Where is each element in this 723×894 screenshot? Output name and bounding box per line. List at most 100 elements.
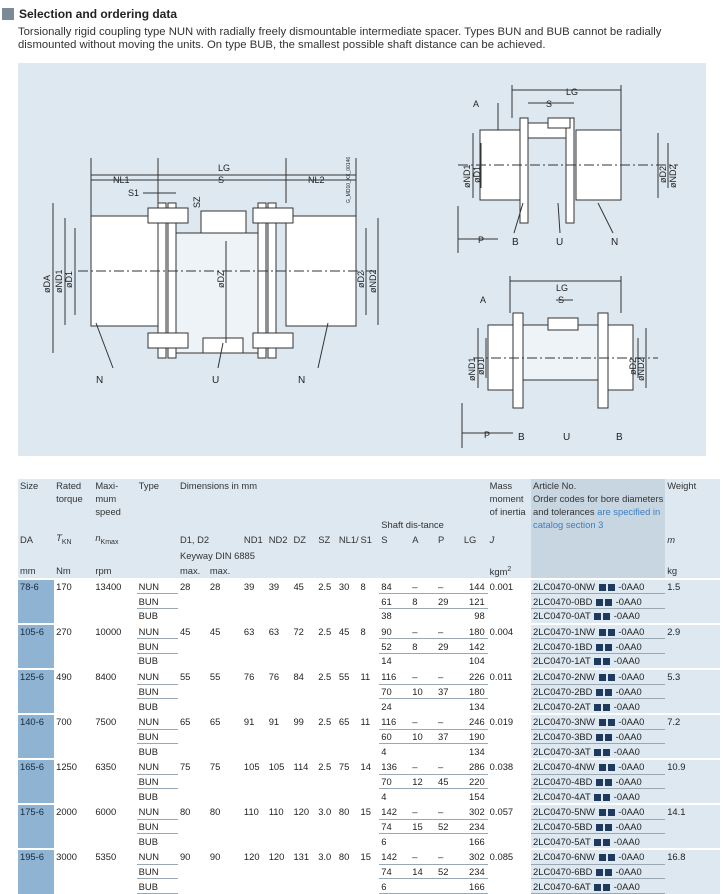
article-number: 2LC0470-5AT -0AA0 — [531, 833, 666, 850]
article-suffix: -0AA0 — [613, 790, 640, 802]
order-code-box-icon — [607, 854, 615, 862]
order-code-box-icon — [598, 629, 606, 637]
type-cell: NUN — [136, 848, 178, 865]
s-cell: 116 — [379, 667, 411, 685]
order-code-box-icon — [603, 658, 611, 666]
sym-s: S — [379, 531, 411, 549]
nd1-cell: 91 — [241, 712, 267, 759]
order-code-box-icon — [607, 809, 615, 817]
inertia-cell: 0.011 — [487, 667, 532, 714]
col-dimensions: Dimensions in mm — [177, 479, 380, 531]
article-base: 2LC0470-6BD — [533, 866, 593, 878]
speed-cell: 7500 — [93, 712, 137, 759]
lg-cell: 302 — [461, 802, 488, 820]
s1-cell: 15 — [358, 848, 380, 894]
nl-cell: 45 — [336, 622, 359, 669]
order-code-box-icon — [605, 598, 613, 606]
a-cell — [410, 833, 437, 850]
article-link[interactable]: are specified in catalog section 3 — [533, 506, 661, 530]
weight-cell: 16.8 — [665, 848, 720, 894]
speed-cell: 10000 — [93, 622, 137, 669]
order-code-box-icon — [594, 613, 602, 621]
order-code-box-icon — [607, 764, 615, 772]
dim-p-bub: P — [484, 430, 490, 440]
s1-cell: 11 — [358, 667, 380, 714]
torque-cell: 490 — [54, 667, 94, 714]
article-suffix: -0AA0 — [613, 700, 640, 712]
order-code-box-icon — [594, 703, 602, 711]
article-base: 2LC0470-1BD — [533, 640, 593, 652]
type-cell: BUN — [136, 819, 178, 835]
torque-cell: 3000 — [54, 848, 94, 894]
article-suffix: -0AA0 — [615, 685, 642, 697]
p-cell: – — [436, 667, 462, 685]
order-code-box-icon — [605, 688, 613, 696]
torque-cell: 170 — [54, 577, 94, 624]
type-cell: BUN — [136, 774, 178, 790]
dim-s-bub: S — [558, 295, 564, 305]
part-b-bun: B — [512, 237, 519, 248]
order-code-box-icon — [594, 658, 602, 666]
article-suffix: -0AA0 — [618, 851, 645, 863]
article-number: 2LC0470-5BD -0AA0 — [531, 819, 666, 835]
lg-cell: 104 — [461, 653, 488, 670]
article-number: 2LC0470-3NW -0AA0 — [531, 712, 666, 730]
article-suffix: -0AA0 — [615, 730, 642, 742]
p-cell: – — [436, 712, 462, 730]
s-cell: 4 — [379, 788, 411, 805]
intro-text: Torsionally rigid coupling type NUN with… — [18, 26, 662, 52]
nd1-cell: 110 — [241, 802, 267, 850]
a-cell: – — [410, 802, 437, 820]
col-mass: Mass moment of inertia — [487, 479, 532, 531]
a-cell: – — [410, 848, 437, 865]
weight-cell: 5.3 — [665, 667, 720, 714]
p-cell: 37 — [436, 684, 462, 700]
col-speed: Maxi-mum speed — [93, 479, 137, 531]
order-code-box-icon — [605, 733, 613, 741]
order-code-box-icon — [598, 854, 606, 862]
part-n-left: N — [96, 375, 103, 386]
order-code-box-icon — [596, 598, 604, 606]
s1-cell: 15 — [358, 802, 380, 850]
a-cell: – — [410, 757, 437, 775]
order-code-box-icon — [596, 688, 604, 696]
sym-dz: DZ — [291, 531, 317, 549]
dim-d2-main: øD2 — [356, 271, 366, 288]
size-cell: 175-6 — [18, 802, 55, 850]
type-cell: NUN — [136, 667, 178, 685]
dim-sz: SZ — [192, 196, 202, 208]
d2-cell: 65 — [207, 712, 242, 759]
dim-nl1: NL1 — [113, 175, 130, 185]
dz-cell: 120 — [291, 802, 317, 850]
dim-nd1-main: øND1 — [54, 269, 64, 293]
unit-max1: max. — [177, 562, 208, 579]
article-note: Order codes for bore diameters and toler… — [533, 493, 664, 517]
lg-cell: 134 — [461, 698, 488, 715]
article-base: 2LC0470-0BD — [533, 595, 593, 607]
torque-cell: 700 — [54, 712, 94, 759]
col-type: Type — [136, 479, 178, 531]
dim-da: øDA — [42, 275, 52, 293]
d2-cell: 75 — [207, 757, 242, 804]
article-base: 2LC0470-6AT — [533, 880, 591, 892]
p-cell — [436, 608, 462, 625]
s-cell: 142 — [379, 848, 411, 865]
order-code-box-icon — [603, 613, 611, 621]
lg-cell: 180 — [461, 622, 488, 640]
order-code-box-icon — [598, 809, 606, 817]
type-cell: NUN — [136, 802, 178, 820]
s-cell: 6 — [379, 833, 411, 850]
a-cell: 8 — [410, 593, 437, 610]
nd1-cell: 105 — [241, 757, 267, 804]
lg-cell: 302 — [461, 848, 488, 865]
s-cell: 4 — [379, 743, 411, 760]
lg-cell: 166 — [461, 833, 488, 850]
type-cell: BUN — [136, 684, 178, 700]
article-base: 2LC0470-4BD — [533, 775, 593, 787]
order-code-box-icon — [598, 674, 606, 682]
article-suffix: -0AA0 — [618, 806, 645, 818]
s1-cell: 14 — [358, 757, 380, 804]
s-cell: 24 — [379, 698, 411, 715]
